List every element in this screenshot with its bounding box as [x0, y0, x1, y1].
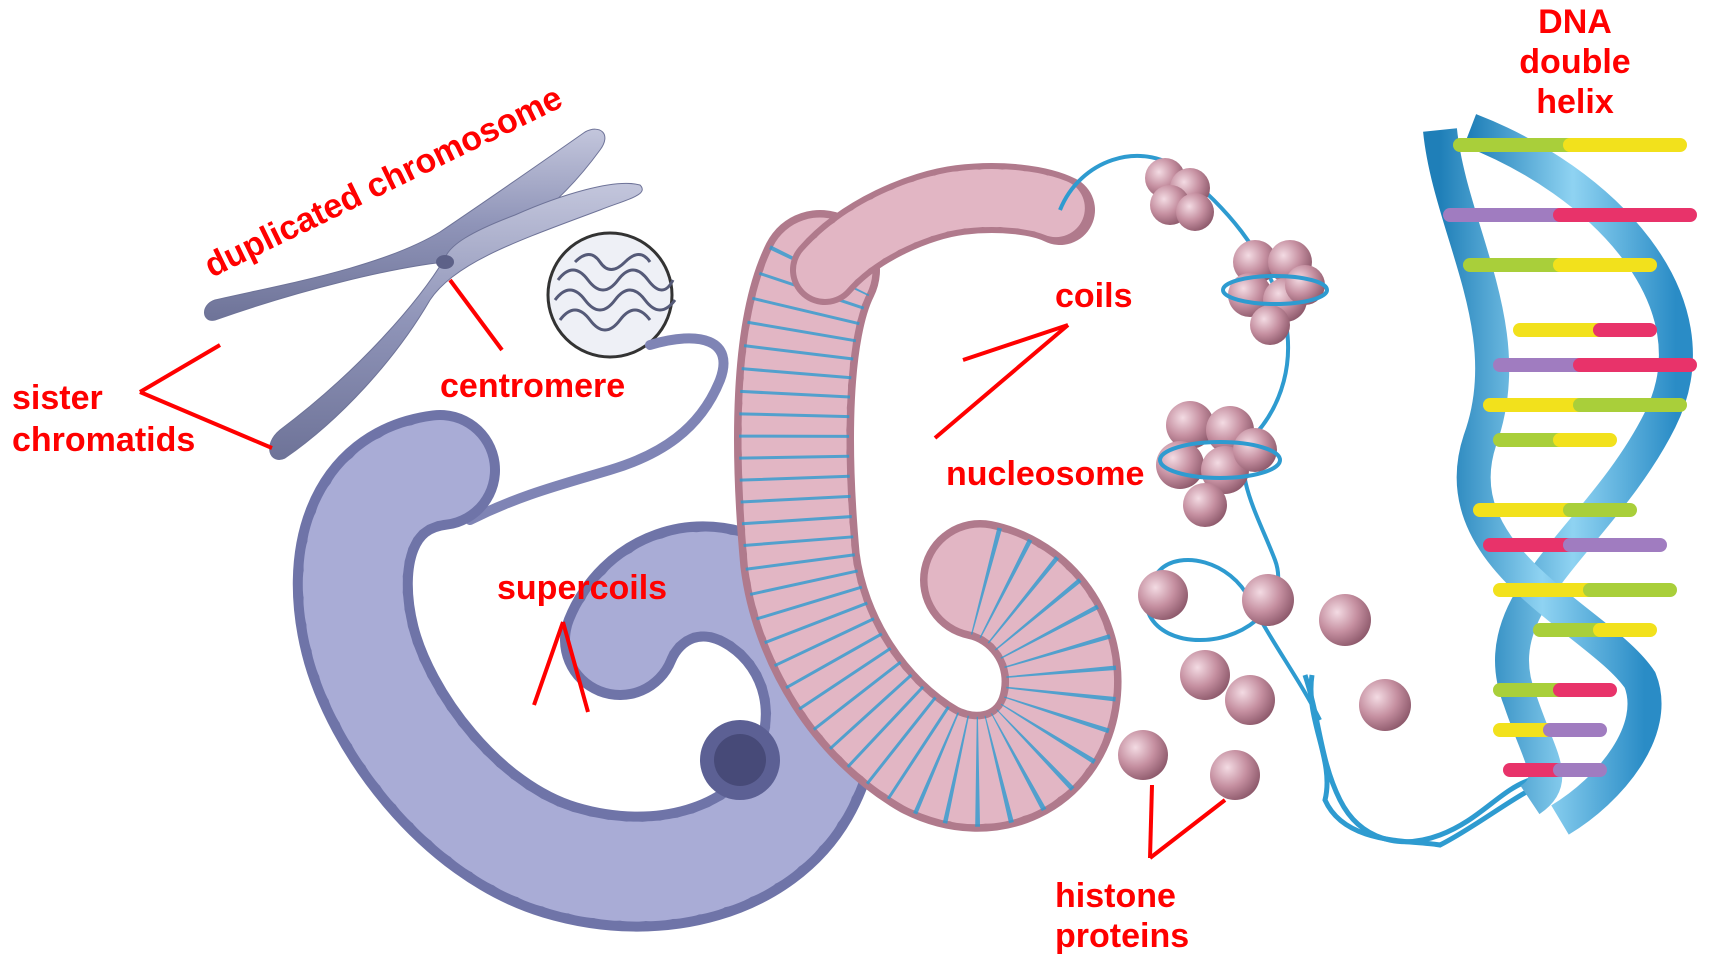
nucleosome-1	[1145, 158, 1214, 231]
label-sister-line1: sister	[12, 378, 195, 418]
nucleosome-3	[1156, 401, 1277, 527]
nucleosome-2	[1228, 240, 1325, 345]
pointer-coils-2	[935, 325, 1068, 438]
label-sister-chromatids: sister chromatids	[12, 378, 195, 460]
dna-double-helix	[1440, 130, 1690, 820]
label-histone-line2: proteins	[1055, 916, 1189, 956]
label-dna-line1: DNA	[1500, 2, 1650, 42]
label-dna-double-helix: DNA double helix	[1500, 2, 1650, 122]
pointer-centromere	[450, 280, 502, 350]
label-coils: coils	[1055, 276, 1132, 316]
label-dna-line2: double	[1500, 42, 1650, 82]
centromere-pinch	[436, 255, 454, 269]
pointer-histone-2	[1150, 800, 1225, 858]
pointer-histone-1	[1150, 785, 1152, 858]
label-histone-line1: histone	[1055, 876, 1189, 916]
label-dna-line3: helix	[1500, 82, 1650, 122]
label-centromere: centromere	[440, 366, 625, 406]
free-histone-proteins	[1118, 570, 1411, 800]
nucleosome-clusters	[1145, 158, 1327, 527]
label-sister-line2: chromatids	[12, 420, 195, 460]
label-supercoils: supercoils	[497, 568, 667, 608]
pointer-coils-1	[963, 325, 1068, 360]
label-nucleosome: nucleosome	[946, 454, 1144, 494]
small-dna-helix	[1305, 675, 1530, 845]
label-histone-proteins: histone proteins	[1055, 876, 1189, 956]
pointer-supercoils-1	[534, 622, 563, 705]
